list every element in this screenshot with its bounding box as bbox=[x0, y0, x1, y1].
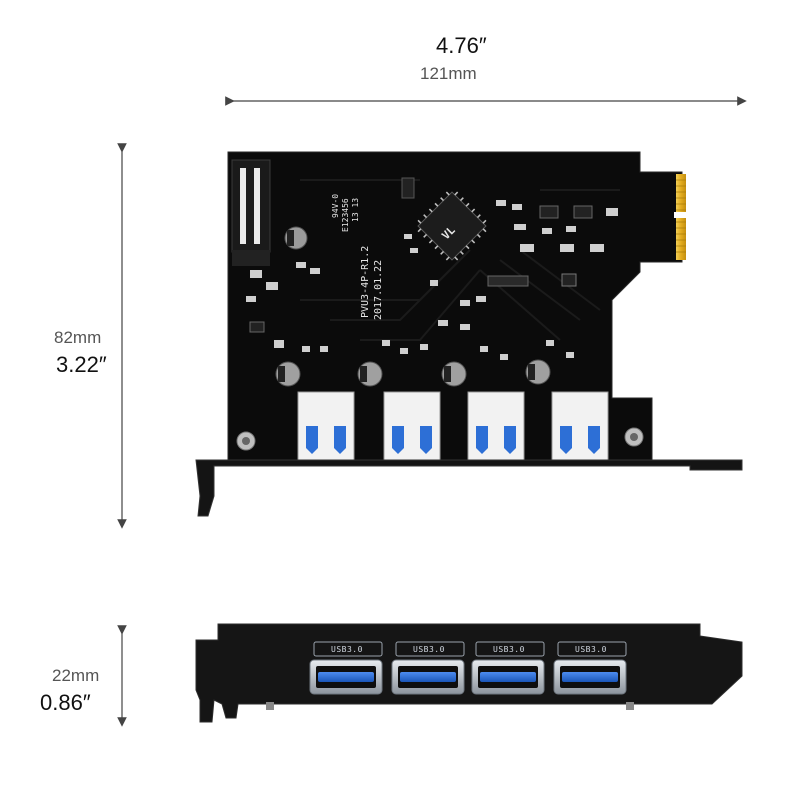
usb-port-label-3: USB3.0 bbox=[493, 645, 525, 654]
power-connector bbox=[231, 159, 271, 266]
bracket-front bbox=[195, 623, 743, 723]
board-model-text: PVU3-4P-R1.2 bbox=[360, 246, 371, 318]
capacitor-1 bbox=[284, 226, 308, 250]
board-date-text: 2017.01.22 bbox=[373, 260, 384, 320]
usb-port-top-3 bbox=[467, 391, 525, 461]
capacitor-row bbox=[275, 359, 551, 387]
board-silkscreen: PVU3-4P-R1.2 2017.01.22 94V-0 E123456 13… bbox=[331, 194, 384, 320]
depth-mm-label: 22mm bbox=[52, 666, 100, 685]
depth-inch-label: 0.86″ bbox=[40, 690, 91, 715]
bracket-edge-top bbox=[195, 459, 743, 517]
usb-ports-front: USB3.0 USB3.0 USB3.0 bbox=[309, 641, 627, 695]
mounting-hole-left bbox=[236, 431, 256, 451]
width-inch-label: 4.76″ bbox=[436, 33, 487, 58]
usb-port-front-2: USB3.0 bbox=[391, 641, 465, 695]
pcie-gold-fingers bbox=[674, 174, 686, 260]
board-cert-text-2: E123456 bbox=[341, 198, 350, 232]
board-cert-text-1: 94V-0 bbox=[331, 194, 340, 218]
usb-port-front-3: USB3.0 bbox=[471, 641, 545, 695]
width-mm-label: 121mm bbox=[420, 64, 477, 83]
height-mm-label: 82mm bbox=[54, 328, 102, 347]
usb-port-top-1 bbox=[297, 391, 355, 461]
usb-port-label-4: USB3.0 bbox=[575, 645, 607, 654]
mounting-hole-right bbox=[624, 427, 644, 447]
usb-port-label-1: USB3.0 bbox=[331, 645, 363, 654]
usb-port-top-2 bbox=[383, 391, 441, 461]
board-cert-text-3: 13 13 bbox=[351, 198, 360, 222]
usb-port-front-4: USB3.0 bbox=[553, 641, 627, 695]
smd-components bbox=[246, 177, 618, 360]
usb-port-label-2: USB3.0 bbox=[413, 645, 445, 654]
controller-chip: VL bbox=[417, 191, 487, 261]
height-inch-label: 3.22″ bbox=[56, 352, 107, 377]
usb-port-top-4 bbox=[551, 391, 609, 461]
usb-port-front-1: USB3.0 bbox=[309, 641, 383, 695]
